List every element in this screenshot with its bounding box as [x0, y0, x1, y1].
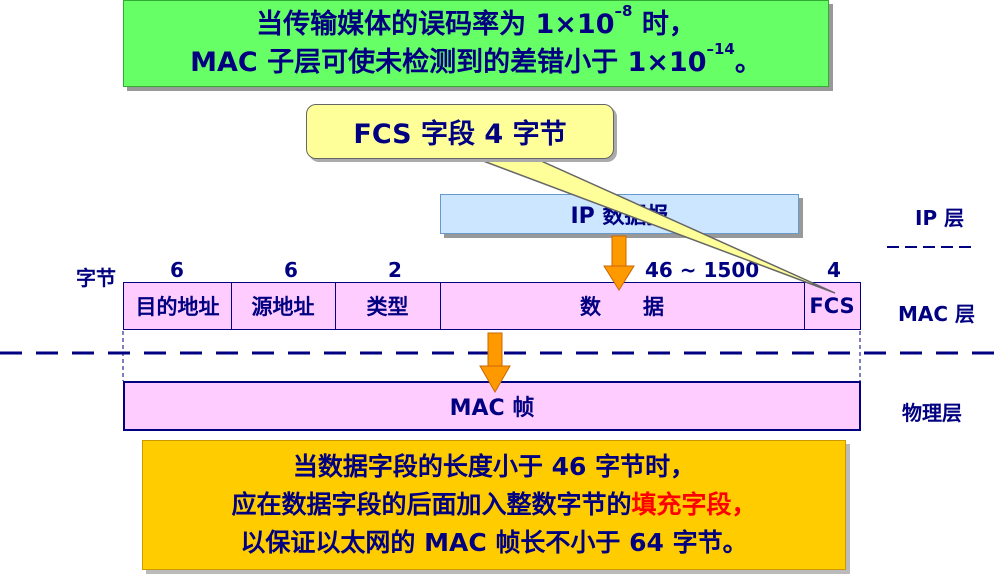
- bytes-label: 字节: [76, 266, 116, 290]
- top-note-line1-exponent: –8: [614, 1, 633, 20]
- top-note-line1: 当传输媒体的误码率为 1×10–8 时，: [256, 3, 696, 44]
- top-note-line1-text: 当传输媒体的误码率为 1×10: [256, 8, 615, 40]
- top-note-line2-text: MAC 子层可使未检测到的差错小于 1×10: [190, 46, 707, 78]
- field-divider: [231, 283, 232, 329]
- top-note-line2-exponent: –14: [706, 39, 735, 58]
- bottom-note-line2: 应在数据字段的后面加入整数字节的填充字段，: [231, 486, 756, 524]
- ip-layer-label: IP 层: [915, 206, 965, 230]
- mac-layer-label: MAC 层: [898, 302, 976, 326]
- bottom-note-line2-text: 应在数据字段的后面加入整数字节的: [231, 490, 632, 519]
- arrow-ip-to-data: [603, 235, 635, 291]
- fcs-callout: FCS 字段 4 字节: [306, 104, 614, 159]
- bytes-size-dest: 6: [170, 258, 184, 282]
- fcs-callout-text: FCS 字段 4 字节: [353, 119, 567, 150]
- physical-mac-frame-label: MAC 帧: [449, 396, 535, 421]
- field-data: 数 据: [580, 295, 664, 319]
- field-divider: [440, 283, 441, 329]
- bottom-note-line3: 以保证以太网的 MAC 帧长不小于 64 字节。: [240, 528, 748, 557]
- field-divider: [804, 283, 805, 329]
- top-note-line1-suffix: 时，: [632, 8, 696, 40]
- callout-pointer: [469, 155, 836, 294]
- bytes-size-data: 46 ~ 1500: [645, 258, 760, 282]
- bytes-size-type: 2: [388, 258, 402, 282]
- bottom-note-line2-suffix: ，: [731, 490, 757, 519]
- field-fcs: FCS: [809, 294, 855, 318]
- bottom-note-line1: 当数据字段的长度小于 46 字节时，: [292, 452, 696, 481]
- mac-frame-fields: 目的地址 源地址 类型 数 据 FCS: [123, 282, 861, 330]
- field-destination-address: 目的地址: [135, 295, 220, 319]
- physical-layer-label: 物理层: [902, 401, 962, 425]
- padding-field-highlight: 填充字段: [631, 490, 732, 519]
- bytes-size-src: 6: [284, 258, 298, 282]
- bottom-note: 当数据字段的长度小于 46 字节时， 应在数据字段的后面加入整数字节的填充字段，…: [142, 440, 846, 570]
- physical-mac-frame: MAC 帧: [123, 381, 861, 431]
- field-source-address: 源地址: [251, 295, 315, 319]
- top-note: 当传输媒体的误码率为 1×10–8 时， MAC 子层可使未检测到的差错小于 1…: [123, 0, 829, 87]
- field-type: 类型: [366, 295, 409, 319]
- top-note-line2: MAC 子层可使未检测到的差错小于 1×10–14。: [190, 41, 762, 82]
- bytes-size-fcs: 4: [827, 258, 841, 282]
- top-note-line2-suffix: 。: [734, 46, 762, 78]
- arrow-mac-to-physical: [479, 332, 511, 394]
- field-divider: [335, 283, 336, 329]
